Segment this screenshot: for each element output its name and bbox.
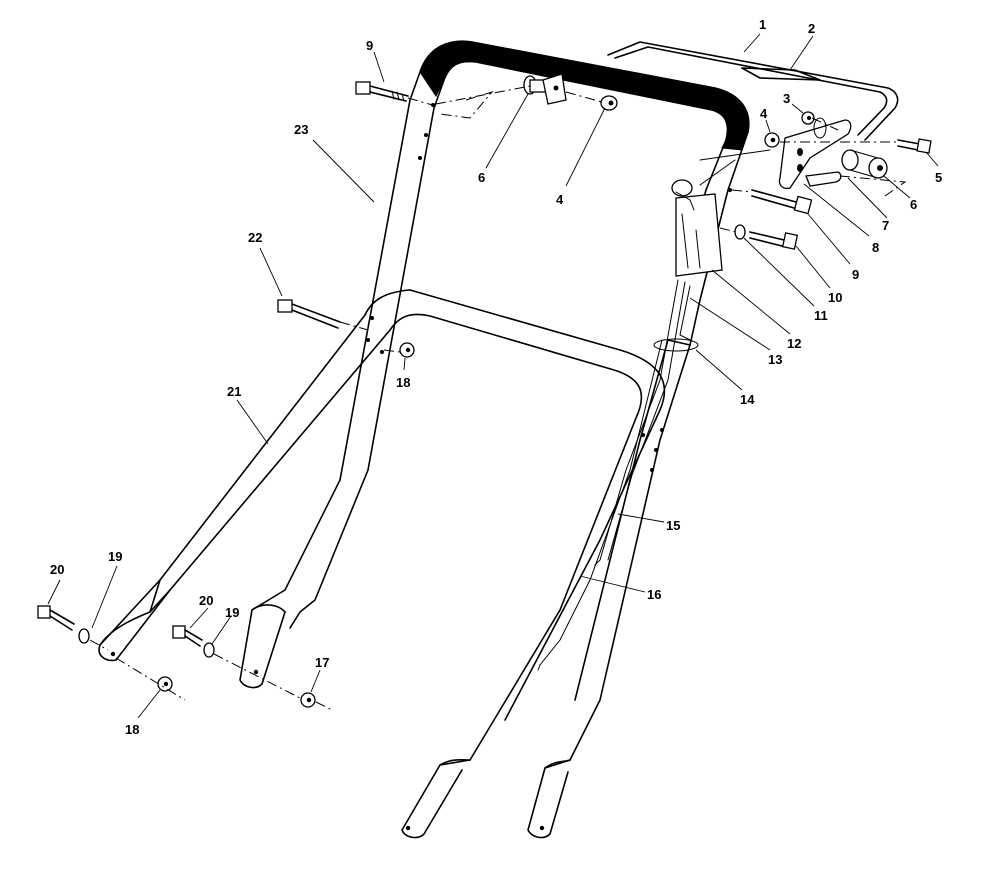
callout-15: 15 <box>666 518 680 533</box>
bolt-5 <box>897 138 932 154</box>
callout-10: 10 <box>828 290 842 305</box>
callout-11: 11 <box>814 308 828 323</box>
callout-7: 7 <box>882 218 889 233</box>
callout-18b: 18 <box>125 722 139 737</box>
bag-bracket <box>778 117 852 190</box>
control-cables <box>537 279 699 671</box>
callout-8: 8 <box>872 240 879 255</box>
spacer-6-top <box>523 73 567 105</box>
callout-20a: 20 <box>50 562 64 577</box>
callout-6a: 6 <box>478 170 485 185</box>
callout-18a: 18 <box>396 375 410 390</box>
callout-4a: 4 <box>760 106 768 121</box>
callout-3: 3 <box>783 91 790 106</box>
handle-grip <box>419 40 750 151</box>
callout-labels: 1 2 3 4 4 5 6 6 7 8 9 9 10 11 12 13 14 1… <box>50 17 942 737</box>
callout-23: 23 <box>294 122 308 137</box>
callout-5: 5 <box>935 170 942 185</box>
callout-12: 12 <box>787 336 801 351</box>
washer-19-middle <box>203 642 215 658</box>
nut-4-right <box>764 132 780 148</box>
callout-4b: 4 <box>556 192 564 207</box>
right-lower-handle <box>527 339 691 839</box>
nut-18-upper <box>399 342 415 358</box>
callout-13: 13 <box>768 352 782 367</box>
bolt-9-top <box>355 81 409 102</box>
nut-18-lower <box>157 676 173 692</box>
nut-3 <box>801 111 815 125</box>
left-lower-handle <box>239 469 369 689</box>
callout-9a: 9 <box>366 38 373 53</box>
bolt-20-middle <box>172 625 203 647</box>
callout-6b: 6 <box>910 197 917 212</box>
callout-16: 16 <box>647 587 661 602</box>
bolt-10 <box>749 231 799 250</box>
callout-2: 2 <box>808 21 815 36</box>
bolt-20-left <box>37 605 75 631</box>
callout-22: 22 <box>248 230 262 245</box>
callout-17: 17 <box>315 655 329 670</box>
leader-lines <box>47 33 939 719</box>
control-lever <box>671 179 723 277</box>
callout-20b: 20 <box>199 593 213 608</box>
washer-19-left <box>78 628 90 644</box>
callout-14: 14 <box>740 392 755 407</box>
assembly-lines <box>89 85 907 711</box>
callout-1: 1 <box>759 17 766 32</box>
nut-17 <box>300 692 316 708</box>
washer-11 <box>734 224 746 240</box>
bolt-22 <box>277 299 341 329</box>
callout-21: 21 <box>227 384 241 399</box>
callout-9b: 9 <box>852 267 859 282</box>
spacer-6-right <box>841 149 888 179</box>
middle-handle <box>98 289 666 839</box>
bolt-9-right <box>751 189 813 215</box>
bag-frame <box>607 41 899 186</box>
hardware <box>37 73 932 708</box>
nut-4-top <box>600 95 618 111</box>
callout-19a: 19 <box>108 549 122 564</box>
callout-19b: 19 <box>225 605 239 620</box>
